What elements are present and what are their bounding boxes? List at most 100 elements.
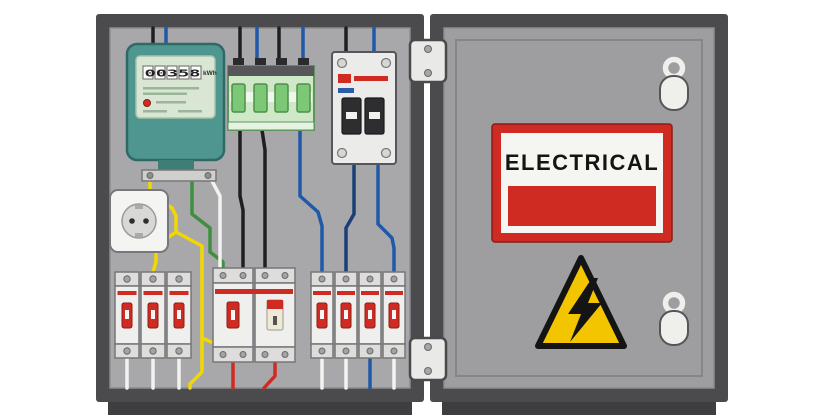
digit-box [142,65,154,80]
wall-socket [109,189,169,253]
toggle-slot [231,310,235,320]
digit-box [178,65,190,80]
circuit-breaker [358,271,382,359]
screw [261,272,269,279]
screw [336,147,348,159]
wiring [125,26,396,390]
circuit-breaker [140,271,166,359]
door-latch-bottom [659,291,689,346]
meter-label-line [143,92,187,95]
wire-blue-6 [376,164,396,274]
hinge-bottom [408,336,448,382]
cabinet-base [108,402,412,415]
digit-box [154,65,166,80]
rcd-terminal [254,267,296,284]
screw [380,57,392,69]
main-breaker [331,51,397,165]
main-breaker-blue-bar [338,88,354,93]
toggle-slot [369,112,380,119]
rcd-terminal [212,267,254,284]
terminal-knob [276,58,287,68]
hinge-pin [424,367,432,375]
meter-label-line [143,87,199,90]
hinge-top [408,38,448,84]
screw [239,351,247,358]
high-voltage-warning-icon [535,255,627,349]
rcd-red-stripe [215,289,293,294]
meter-label-line [156,101,186,104]
socket-ground-clip [135,205,143,209]
socket-hole [129,218,135,224]
terminal-knob [298,58,309,68]
meter-label-line [178,110,202,113]
meter-indicator-led [143,99,151,107]
screw [281,272,289,279]
circuit-breaker [310,271,334,359]
meter-reading: 00358 [145,69,201,80]
door-inset-line [455,39,703,377]
circuit-breaker [166,271,192,359]
module-bottom-strip [227,121,315,131]
terminal-knob [233,58,244,68]
breaker-group-a [114,271,192,359]
rcd-breaker [212,267,296,363]
digit-box [190,65,202,80]
lightning-bolt-icon [568,278,602,342]
wire-blue-5 [298,128,324,274]
circuit-breaker [114,271,140,359]
socket-hole [143,218,149,224]
hinges [408,38,448,382]
rcd-terminal [254,346,296,363]
door-latch-top [659,56,689,111]
meter-unit-label: kWh [203,70,217,77]
latch-body [659,75,689,111]
terminal-knob [255,58,266,68]
socket-recess [121,203,157,239]
wire-navy-1 [344,164,356,274]
wire-yellow-2 [174,230,213,344]
sign-label: ELECTRICAL [505,150,659,175]
hinge-pin [424,69,432,77]
main-breaker-red-flag [338,74,351,83]
meter-display: 00358 kWh [142,65,217,80]
toggle-slot [273,316,277,325]
rcd-terminal [212,346,254,363]
wire-green-1 [190,179,225,270]
hinge-plate [408,38,448,84]
door-base [442,402,716,415]
screw [336,57,348,69]
terminal-module-green [227,58,315,131]
wire-black-5 [238,128,245,270]
screw [281,351,289,358]
hinge-pin [424,343,432,351]
digit-box [166,65,178,80]
hinge-plate [408,336,448,382]
module-band [230,92,312,102]
circuit-breaker [334,271,358,359]
toggle-slot [346,112,357,119]
meter-label-line [143,110,167,113]
wire-white-1 [210,179,222,270]
wire-yellow-3 [188,336,204,390]
module-switch [231,83,246,113]
electricity-meter: 00358 kWh [125,42,226,182]
module-switch [253,83,268,113]
main-breaker-red-bar [354,76,388,81]
meter-terminal-cover [158,160,194,170]
screw [239,272,247,279]
cable-clamp-strip [141,169,217,182]
wire-red-2 [262,360,277,390]
screw [219,272,227,279]
socket-ground-clip [135,233,143,237]
clamp-screw [146,172,154,179]
module-switch [296,83,311,113]
screw [380,147,392,159]
clamp-screw [204,172,212,179]
module-switch [274,83,289,113]
latch-body [659,310,689,346]
screw [261,351,269,358]
wire-black-6 [260,128,267,270]
sign-red-bar [508,186,656,226]
